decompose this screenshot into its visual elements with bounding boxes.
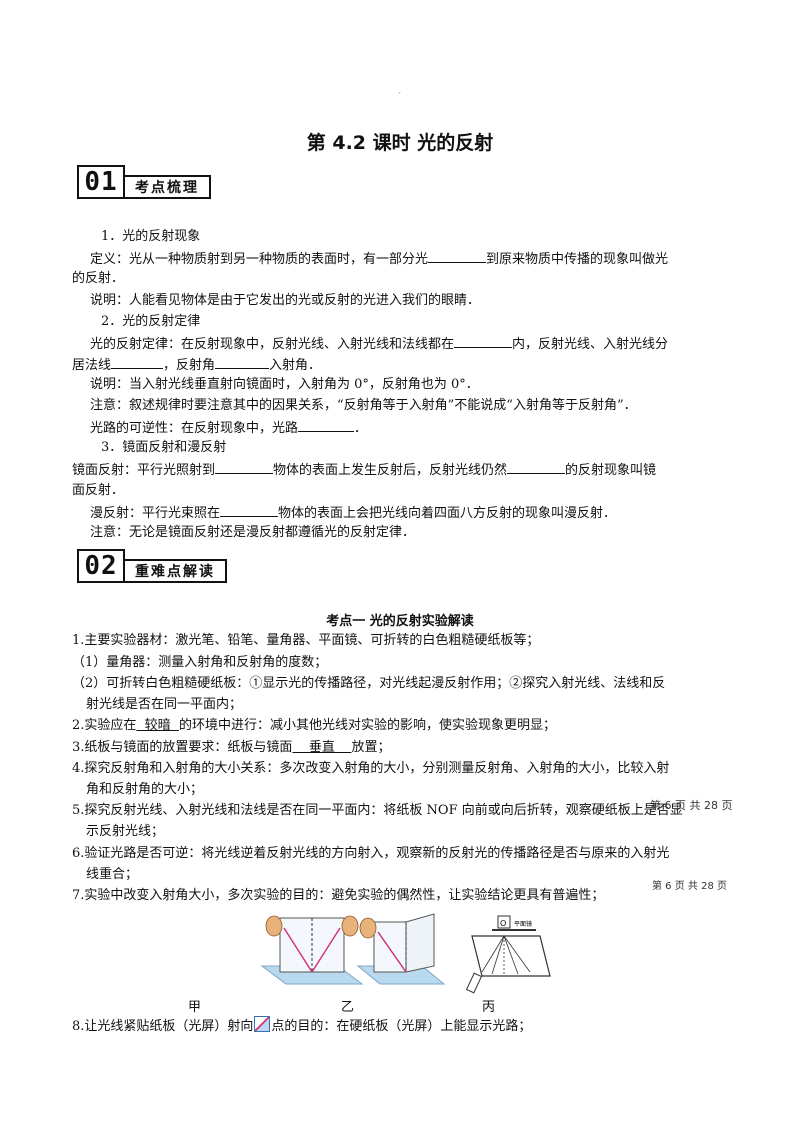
section-label: 重难点解读 bbox=[125, 559, 227, 583]
blank bbox=[215, 459, 274, 474]
reversibility-line: 光路的可逆性：在反射现象中，光路． bbox=[90, 417, 367, 439]
heading-reflection-law: 2．光的反射定律 bbox=[101, 314, 201, 329]
note-line: 说明：当入射光线垂直射向镜面时，入射角为 0°，反射角也为 0°． bbox=[90, 377, 479, 392]
law-line: 光的反射定律：在反射现象中，反射光线、入射光线和法线都在内，反射光线、入射光线分 bbox=[90, 333, 668, 355]
item-line: 2.实验应在 较暗 的环境中进行：减小其他光线对实验的影响，使实验现象更明显； bbox=[72, 718, 556, 733]
blank bbox=[507, 459, 566, 474]
item-line: 角和反射角的大小； bbox=[86, 782, 204, 797]
item-line: 8.让光线紧贴纸板（光屏）射向点的目的：在硬纸板（光屏）上能显示光路； bbox=[72, 1016, 531, 1037]
definition-line: 定义：光从一种物质射到另一种物质的表面时，有一部分光到原来物质中传播的现象叫做光 bbox=[90, 248, 668, 270]
diffuse-line: 漫反射：平行光束照在物体的表面上会把光线向着四面八方反射的现象叫漫反射． bbox=[90, 502, 616, 524]
heading-reflection-phenomenon: 1．光的反射现象 bbox=[101, 229, 201, 244]
specular-line: 镜面反射：平行光照射到物体的表面上发生反射后，反射光线仍然的反射现象叫镜 bbox=[72, 459, 656, 481]
figure-caption-a: 甲 bbox=[188, 1000, 202, 1015]
definition-line-end: 的反射． bbox=[72, 271, 125, 286]
blank bbox=[215, 354, 270, 369]
heading-specular-diffuse: 3．镜面反射和漫反射 bbox=[101, 440, 227, 455]
page-footer: 第 6 页 共 28 页 bbox=[650, 799, 733, 812]
section-number: 01 bbox=[77, 165, 125, 199]
specular-line-end: 面反射． bbox=[72, 483, 125, 498]
item-line: 1.主要实验器材：激光笔、铅笔、量角器、平面镜、可折转的白色粗糙硬纸板等； bbox=[72, 633, 540, 648]
page-footer: 第 6 页 共 28 页 bbox=[652, 881, 727, 892]
topic-heading: 考点一 光的反射实验解读 bbox=[326, 614, 474, 629]
blank bbox=[220, 502, 279, 517]
figure-c-mirror-label: 平面镜 bbox=[514, 920, 532, 928]
item-line: 5.探究反射光线、入射光线和法线是否在同一平面内：将纸板 NOF 向前或向后折转… bbox=[72, 803, 683, 818]
blank bbox=[298, 417, 355, 432]
figure-c-illustration: O 平面镜 bbox=[465, 915, 551, 994]
law-line-2: 居法线，反射角入射角． bbox=[72, 354, 321, 376]
blank bbox=[428, 248, 487, 263]
note-line: 注意：无论是镜面反射还是漫反射都遵循光的反射定律． bbox=[90, 525, 416, 540]
item-line: 4.探究反射角和入射角的大小关系：多次改变入射角的大小，分别测量反射角、入射角的… bbox=[72, 761, 670, 776]
answer-underlined: 垂直 bbox=[292, 740, 352, 755]
section-header-02: 02 重难点解读 bbox=[77, 549, 227, 583]
section-header-01: 01 考点梳理 bbox=[77, 165, 211, 199]
blank bbox=[454, 333, 513, 348]
section-label: 考点梳理 bbox=[125, 175, 211, 199]
figure-c-o-label: O bbox=[500, 919, 506, 928]
point-o-image-icon bbox=[254, 1016, 271, 1032]
page-title: 第 4.2 课时 光的反射 bbox=[306, 132, 494, 154]
section-number: 02 bbox=[77, 549, 125, 583]
blank bbox=[111, 354, 164, 369]
figure-caption-b: 乙 bbox=[341, 1000, 355, 1015]
figure-b-illustration bbox=[356, 913, 446, 985]
item-line: 示反射光线； bbox=[86, 824, 165, 839]
figure-a-illustration bbox=[260, 915, 364, 985]
item-line: 3.纸板与镜面的放置要求：纸板与镜面 垂直 放置； bbox=[72, 740, 391, 755]
note-line: 注意：叙述规律时要注意其中的因果关系，“反射角等于入射角”不能说成“入射角等于反… bbox=[90, 398, 637, 413]
figure-caption-c: 丙 bbox=[482, 1000, 496, 1015]
item-line: （2）可折转白色粗糙硬纸板：①显示光的传播路径，对光线起漫反射作用；②探究入射光… bbox=[72, 676, 666, 691]
item-line: （1）量角器：测量入射角和反射角的度数； bbox=[72, 655, 328, 670]
item-line: 射光线是否在同一平面内； bbox=[86, 697, 243, 712]
item-line: 6.验证光路是否可逆：将光线逆着反射光线的方向射入，观察新的反射光的传播路径是否… bbox=[72, 846, 670, 861]
item-line: 线重合； bbox=[86, 867, 139, 882]
stray-mark: ˅ bbox=[398, 92, 401, 99]
item-line: 7.实验中改变入射角大小，多次实验的目的：避免实验的偶然性，让实验结论更具有普遍… bbox=[72, 888, 605, 903]
note-line: 说明：人能看见物体是由于它发出的光或反射的光进入我们的眼睛． bbox=[90, 293, 481, 308]
answer-underlined: 较暗 bbox=[136, 718, 179, 733]
